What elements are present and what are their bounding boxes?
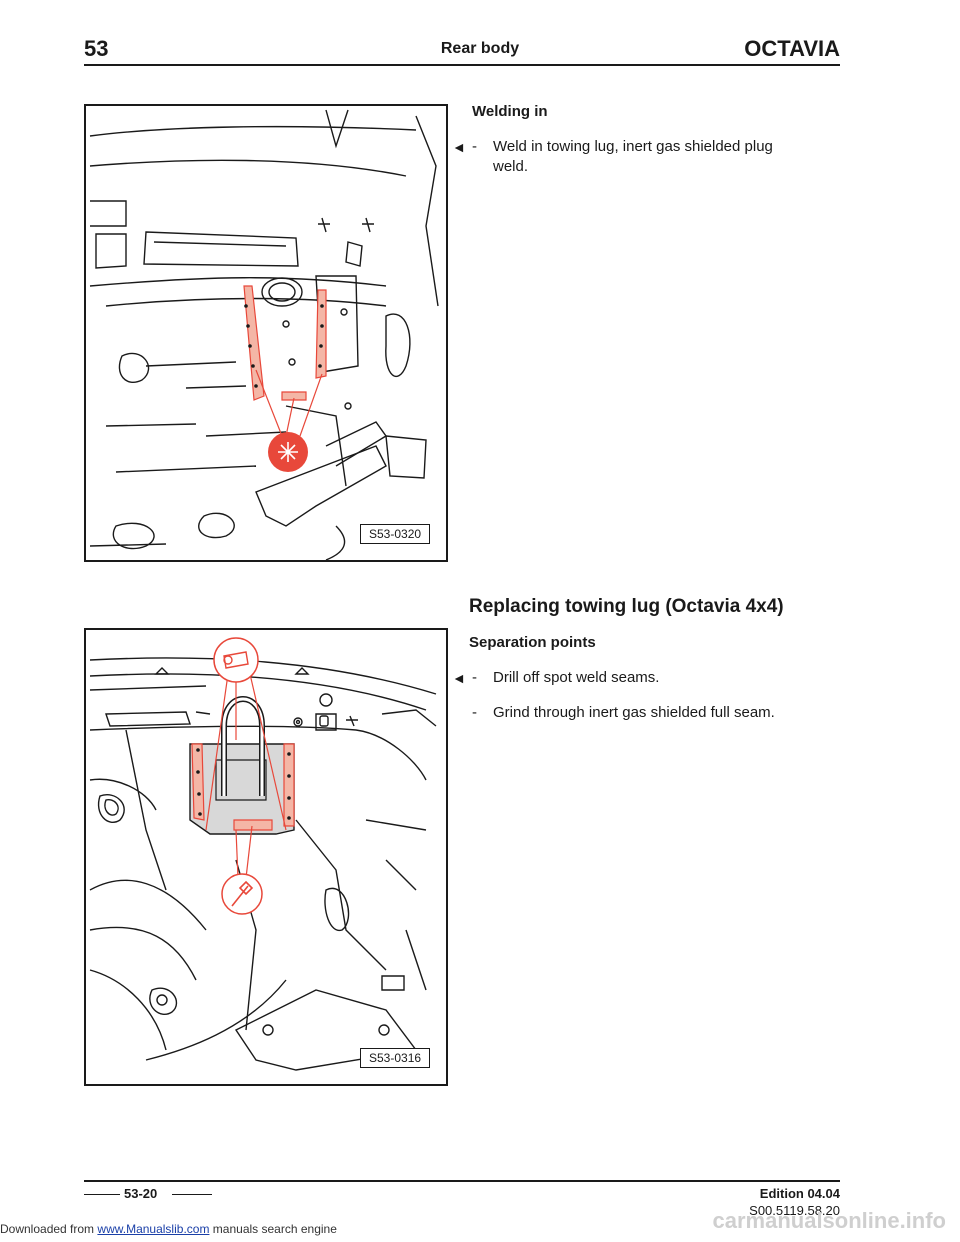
figure-separation — [84, 628, 448, 1086]
arrow-left-icon: ◄ — [452, 139, 466, 155]
arrow-left-icon: ◄ — [452, 670, 466, 686]
welding-step-line2: weld. — [493, 158, 529, 175]
replacing-heading: Replacing towing lug (Octavia 4x4) — [469, 596, 784, 617]
footer-rule — [84, 1180, 840, 1182]
header-rule — [84, 64, 840, 66]
replacing-step-1: Drill off spot weld seams. — [493, 669, 660, 686]
download-notice: Downloaded from www.Manualslib.com manua… — [0, 1222, 337, 1236]
drill-bit-icon — [213, 637, 259, 683]
step-dash: - — [472, 138, 477, 155]
figure-welding — [84, 104, 448, 562]
step-dash: - — [472, 704, 477, 721]
footer-line-left — [84, 1194, 120, 1195]
download-prefix: Downloaded from — [0, 1222, 95, 1236]
step-dash: - — [472, 669, 477, 686]
replacing-step-2: Grind through inert gas shielded full se… — [493, 704, 775, 721]
figure-label: S53-0320 — [360, 524, 431, 544]
welding-step-line1: Weld in towing lug, inert gas shielded p… — [493, 138, 773, 155]
document-code: S00.5119.58.20 — [749, 1203, 840, 1218]
watermark: carmanualsonline.info — [712, 1208, 947, 1233]
welding-heading: Welding in — [472, 103, 548, 120]
figure-label: S53-0316 — [360, 1048, 431, 1068]
edition-label: Edition 04.04 — [759, 1186, 840, 1201]
download-suffix: manuals search engine — [212, 1222, 337, 1236]
weld-seam-right — [315, 289, 327, 379]
weld-seam-left — [243, 285, 265, 401]
welding-illustration — [89, 109, 439, 560]
separation-subheading: Separation points — [469, 634, 596, 651]
page-number: 53-20 — [124, 1186, 158, 1201]
manualslib-link[interactable]: www.Manualslib.com — [97, 1222, 210, 1236]
brand-name: OCTAVIA — [744, 36, 840, 61]
section-number: 53 — [84, 36, 109, 61]
page-title: Rear body — [440, 40, 520, 57]
separation-illustration — [89, 637, 437, 1071]
footer-line-right — [172, 1194, 212, 1195]
